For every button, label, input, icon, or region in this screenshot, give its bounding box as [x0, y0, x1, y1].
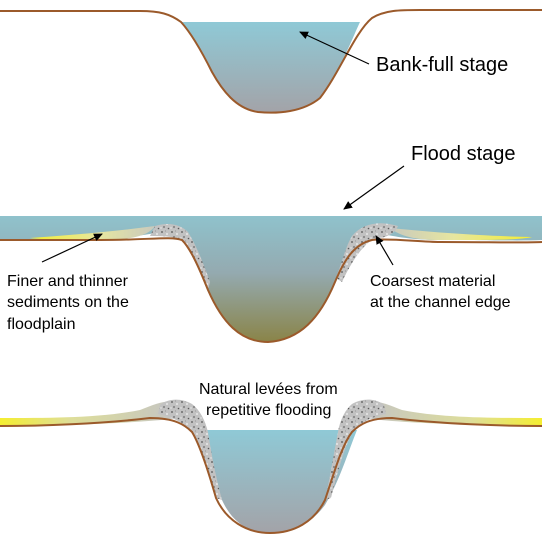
levee-channel-water — [205, 430, 357, 533]
bank-full-arrow — [299, 31, 370, 65]
finer-sediment-arrow — [41, 233, 103, 263]
coarse-material-arrow — [375, 235, 394, 266]
levee-ground-line — [0, 416, 542, 535]
bank-full-label: Bank-full stage — [376, 54, 508, 76]
flood-panel: Flood stage Finer and thinner sediments … — [0, 143, 542, 344]
levee-right — [325, 399, 386, 500]
coarse-sediment-right — [336, 223, 398, 282]
finer-sediment-label-line3: floodplain — [7, 316, 76, 333]
levee-panel: Natural levées from repetitive flooding — [0, 381, 542, 535]
bank-full-ground-line — [0, 9, 542, 114]
coarse-material-label-line2: at the channel edge — [370, 294, 511, 311]
levee-label-line1: Natural levées from — [199, 381, 338, 398]
flood-stage-label: Flood stage — [411, 143, 516, 165]
coarse-material-label-line1: Coarsest material — [370, 273, 495, 290]
bank-full-water — [181, 22, 360, 113]
finer-sediment-label-line2: sediments on the — [7, 294, 129, 311]
flood-ground-line — [0, 237, 542, 344]
bank-full-panel: Bank-full stage — [0, 9, 542, 114]
finer-sediment-label-line1: Finer and thinner — [7, 273, 129, 290]
coarse-sediment-left — [150, 224, 210, 290]
fine-sediment-left — [30, 226, 155, 240]
levee-label-line2: repetitive flooding — [206, 402, 331, 419]
flood-stage-arrow — [343, 165, 405, 210]
fine-sediment-right — [390, 228, 532, 240]
flood-water — [0, 216, 542, 342]
levee-left — [158, 399, 222, 500]
